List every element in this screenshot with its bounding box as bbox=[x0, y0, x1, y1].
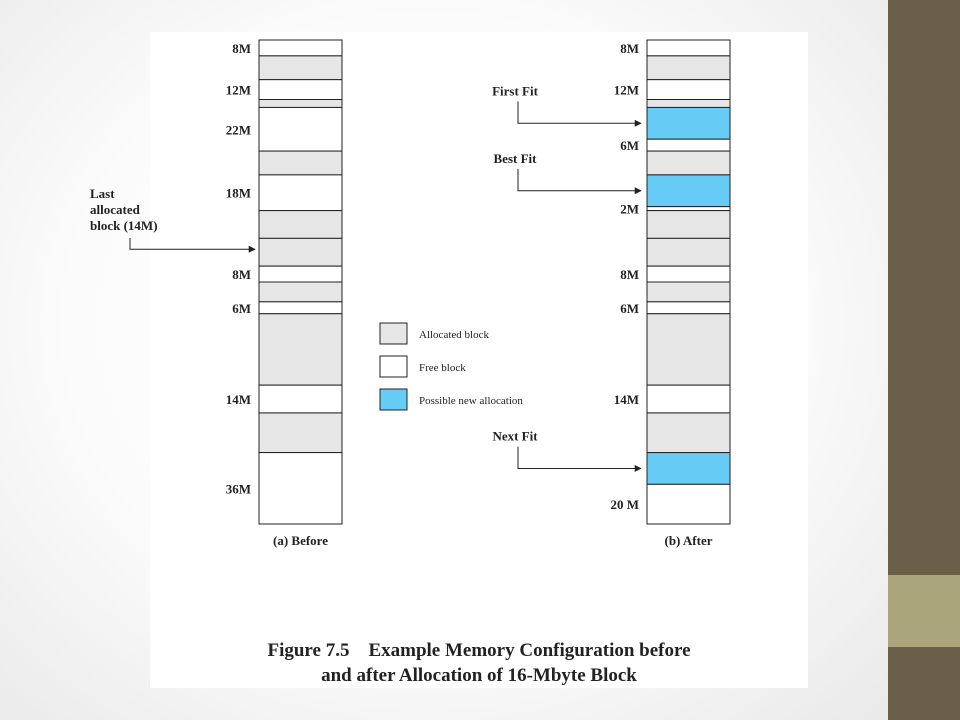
before-size-label: 36M bbox=[226, 481, 251, 496]
before-block-free bbox=[258, 301, 343, 315]
fit-callout-text: Next Fit bbox=[492, 429, 538, 444]
after-size-label: 6M bbox=[620, 301, 639, 316]
after-block-free bbox=[646, 483, 731, 525]
before-size-label: 12M bbox=[226, 83, 251, 98]
before-block-allocated bbox=[258, 55, 343, 81]
legend-label: Free block bbox=[419, 362, 466, 374]
before-caption: (a) Before bbox=[273, 533, 328, 548]
before-block-allocated bbox=[258, 237, 343, 267]
before-size-label: 8M bbox=[232, 267, 251, 282]
before-block-free bbox=[258, 106, 343, 152]
before-block-free bbox=[258, 39, 343, 57]
before-block-free bbox=[258, 384, 343, 414]
after-block-allocated bbox=[646, 313, 731, 386]
fit-callout-text: Best Fit bbox=[494, 151, 538, 166]
before-block-allocated bbox=[258, 412, 343, 454]
before-block-free bbox=[258, 452, 343, 525]
fit-callout-text: First Fit bbox=[492, 83, 539, 98]
after-block-free bbox=[646, 301, 731, 315]
after-block-allocated bbox=[646, 237, 731, 267]
figure-caption-line-2: and after Allocation of 16-Mbyte Block bbox=[321, 665, 637, 686]
after-block-free bbox=[646, 265, 731, 283]
after-size-label: 8M bbox=[620, 41, 639, 56]
after-block-free bbox=[646, 206, 731, 212]
before-block-free bbox=[258, 265, 343, 283]
legend-swatch-free bbox=[379, 355, 408, 378]
legend-swatch-new bbox=[379, 388, 408, 411]
before-block-allocated bbox=[258, 99, 343, 108]
fit-callout-arrow bbox=[517, 101, 642, 127]
after-size-label: 8M bbox=[620, 267, 639, 282]
fit-callout-arrow bbox=[517, 168, 642, 195]
before-size-label: 22M bbox=[226, 122, 251, 137]
after-block-allocated bbox=[646, 55, 731, 81]
after-block-free bbox=[646, 39, 731, 57]
fit-callout-arrow bbox=[517, 446, 642, 472]
before-block-allocated bbox=[258, 210, 343, 239]
last-allocated-callout-text: block (14M) bbox=[90, 218, 158, 233]
figure-caption: Figure 7.5 Example Memory Configuration … bbox=[150, 638, 808, 688]
before-block-allocated bbox=[258, 150, 343, 176]
legend-swatch-allocated bbox=[379, 322, 408, 345]
after-block-free bbox=[646, 79, 731, 101]
last-allocated-arrow bbox=[129, 238, 256, 253]
after-block-free bbox=[646, 138, 731, 152]
after-block-new bbox=[646, 452, 731, 485]
after-size-label: 14M bbox=[614, 392, 639, 407]
before-size-label: 6M bbox=[232, 301, 251, 316]
figure-caption-line-1: Figure 7.5 Example Memory Configuration … bbox=[267, 640, 691, 661]
after-block-new bbox=[646, 174, 731, 208]
before-column: 8M 12M 22M 18M 8M 6M 14M 36M Lastallocatedblock … bbox=[90, 39, 343, 525]
before-block-allocated bbox=[258, 313, 343, 386]
after-size-label: 2M bbox=[620, 202, 639, 217]
after-block-free bbox=[646, 384, 731, 414]
after-size-label: 20 M bbox=[610, 497, 639, 512]
slide-sidebar-accent bbox=[888, 575, 960, 647]
before-size-label: 8M bbox=[232, 41, 251, 56]
before-size-label: 18M bbox=[226, 186, 251, 201]
after-block-allocated bbox=[646, 150, 731, 176]
last-allocated-callout-text: Last bbox=[90, 186, 115, 201]
after-block-allocated bbox=[646, 210, 731, 239]
after-block-allocated bbox=[646, 281, 731, 303]
after-size-label: 12M bbox=[614, 83, 639, 98]
before-block-free bbox=[258, 174, 343, 212]
legend-label: Possible new allocation bbox=[419, 395, 523, 407]
after-size-label: 6M bbox=[620, 138, 639, 153]
last-allocated-callout-text: allocated bbox=[90, 202, 141, 217]
after-caption: (b) After bbox=[664, 533, 712, 548]
after-block-allocated bbox=[646, 99, 731, 108]
after-block-allocated bbox=[646, 412, 731, 454]
legend-label: Allocated block bbox=[419, 329, 489, 341]
before-block-allocated bbox=[258, 281, 343, 303]
after-block-new bbox=[646, 106, 731, 140]
before-size-label: 14M bbox=[226, 392, 251, 407]
memory-diagram: 8M 12M 22M 18M 8M 6M 14M 36M Lastallocatedblock … bbox=[90, 39, 731, 548]
before-block-free bbox=[258, 79, 343, 101]
